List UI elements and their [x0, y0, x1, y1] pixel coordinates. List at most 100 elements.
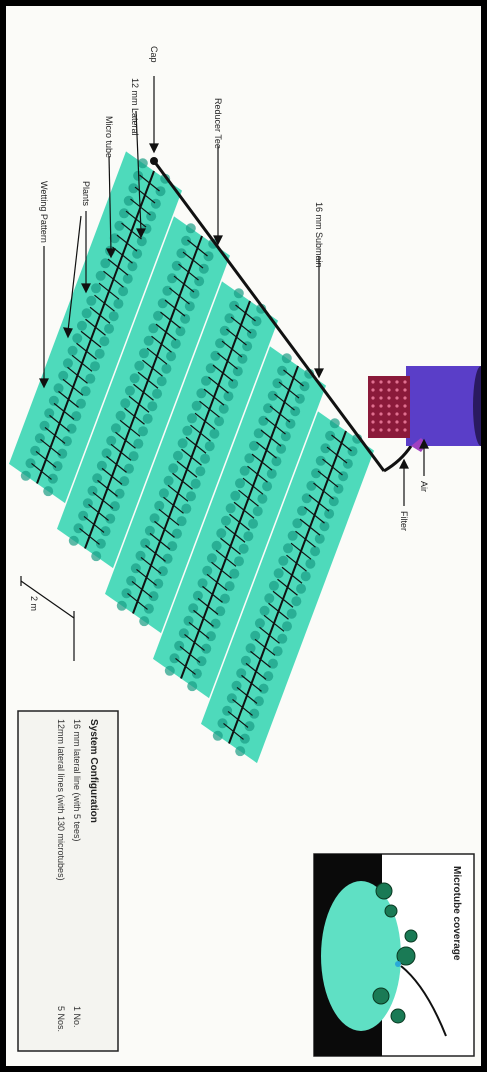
- plant: [95, 270, 106, 281]
- plants-label: Plants: [81, 181, 91, 207]
- filter-dot: [371, 412, 375, 416]
- plant: [143, 603, 154, 614]
- microtube: [121, 222, 142, 240]
- plant: [186, 491, 196, 502]
- filter-dot: [403, 412, 407, 416]
- filter-dot: [395, 412, 399, 416]
- water-tank: [406, 366, 481, 446]
- plant: [168, 463, 179, 474]
- plant: [20, 470, 31, 481]
- microtube: [193, 609, 214, 627]
- plant: [147, 401, 158, 412]
- microtube: [76, 342, 97, 360]
- plant: [169, 653, 180, 664]
- microtube: [35, 450, 57, 468]
- microtube: [230, 316, 252, 334]
- plant: [228, 378, 239, 389]
- microtube: [31, 462, 52, 480]
- plant: [278, 555, 289, 566]
- microtube: [274, 393, 295, 411]
- microtube: [134, 186, 156, 204]
- microtube: [167, 484, 189, 502]
- filter-dot: [387, 380, 391, 384]
- plant: [272, 378, 283, 389]
- filter-dot: [403, 404, 407, 408]
- plant: [187, 413, 197, 424]
- microtube: [158, 508, 180, 526]
- plant: [75, 398, 86, 409]
- plant: [136, 236, 147, 247]
- plant: [248, 518, 259, 529]
- plant: [245, 643, 256, 654]
- microtube: [227, 710, 249, 728]
- microtube: [233, 501, 255, 519]
- plant: [123, 195, 134, 206]
- plant: [223, 391, 234, 402]
- microtube: [98, 282, 120, 300]
- microtube: [199, 400, 220, 418]
- plant: [149, 513, 160, 524]
- plant: [181, 235, 192, 246]
- microtube: [277, 578, 298, 596]
- microtube: [80, 330, 102, 348]
- plant: [100, 258, 111, 269]
- plant: [291, 596, 302, 607]
- plant: [90, 361, 100, 372]
- plant: [187, 681, 198, 692]
- plant: [205, 631, 216, 642]
- plant: [66, 423, 77, 434]
- plant: [264, 593, 275, 604]
- plant: [76, 320, 87, 331]
- plant: [230, 490, 241, 501]
- plant: [203, 251, 214, 262]
- plant: [57, 448, 68, 459]
- microtube: [242, 477, 264, 495]
- microtube: [115, 431, 136, 449]
- plant: [109, 501, 120, 512]
- plant: [280, 431, 291, 442]
- plant: [121, 588, 132, 599]
- plant: [167, 541, 178, 552]
- plant: [305, 558, 316, 569]
- plant: [171, 528, 182, 539]
- microtube: [140, 556, 162, 574]
- plant: [320, 443, 331, 454]
- plant: [118, 286, 129, 297]
- inset-plants: [372, 882, 418, 1024]
- plant: [300, 571, 311, 582]
- plant: [162, 553, 173, 564]
- microtube: [89, 306, 111, 324]
- microtube: [164, 299, 186, 317]
- microtube: [304, 506, 325, 524]
- plant: [196, 656, 207, 667]
- microtube: [101, 467, 123, 485]
- config-line-1-qty: 1 No.: [72, 1006, 82, 1028]
- plant: [195, 466, 206, 477]
- plant: [181, 503, 192, 514]
- plant: [119, 476, 130, 487]
- filter-dot: [371, 428, 375, 432]
- microtube: [103, 270, 124, 288]
- plant: [212, 730, 223, 741]
- air-label: Air: [419, 481, 429, 492]
- plant: [133, 438, 144, 449]
- microtube: [184, 633, 205, 651]
- plant: [272, 646, 283, 657]
- plant: [142, 413, 153, 424]
- plant: [143, 335, 154, 346]
- microtube: [106, 455, 127, 473]
- plant: [205, 363, 216, 374]
- microtube: [97, 479, 118, 497]
- plant: [240, 655, 251, 666]
- plant: [155, 186, 166, 197]
- plant: [229, 568, 240, 579]
- microtube: [139, 174, 160, 192]
- plant: [200, 453, 211, 464]
- wetting-zone: [321, 881, 401, 1031]
- microtube: [317, 470, 339, 488]
- plant: [249, 708, 260, 719]
- microtube: [110, 443, 132, 461]
- microtube: [217, 352, 238, 370]
- plant: [129, 373, 140, 384]
- plant: [202, 565, 213, 576]
